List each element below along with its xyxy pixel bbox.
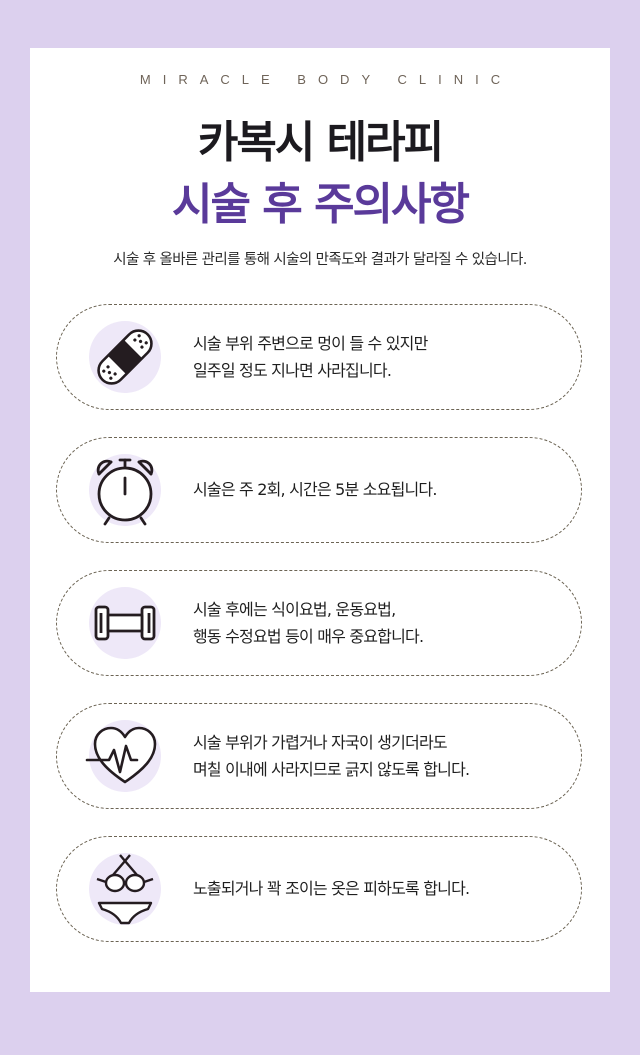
item-text-line2: 행동 수정요법 등이 매우 중요합니다. xyxy=(193,626,424,646)
list-item-clothing: 노출되거나 꽉 조이는 옷은 피하도록 합니다. xyxy=(56,836,582,942)
heartbeat-icon xyxy=(85,726,157,784)
item-text-line2: 일주일 정도 지나면 사라집니다. xyxy=(193,360,392,380)
item-text-line1: 노출되거나 꽉 조이는 옷은 피하도록 합니다. xyxy=(193,879,470,898)
alarm-clock-icon xyxy=(96,458,154,526)
bandage-icon xyxy=(97,329,153,385)
bikini-icon xyxy=(96,854,154,925)
list-item-bruise: 시술 부위 주변으로 멍이 들 수 있지만 일주일 정도 지나면 사라집니다. xyxy=(56,304,582,410)
list-item-itching: 시술 부위가 가렵거나 자국이 생기더라도 며칠 이내에 사라지므로 긁지 않도… xyxy=(56,703,582,809)
page-subtitle: 시술 후 올바른 관리를 통해 시술의 만족도와 결과가 달라질 수 있습니다. xyxy=(113,252,527,268)
item-text-line1: 시술 부위 주변으로 멍이 들 수 있지만 xyxy=(193,333,428,353)
item-text-line1: 시술 후에는 식이요법, 운동요법, xyxy=(193,599,396,619)
list-item-lifestyle: 시술 후에는 식이요법, 운동요법, 행동 수정요법 등이 매우 중요합니다. xyxy=(56,570,582,676)
item-text-line1: 시술 부위가 가렵거나 자국이 생기더라도 xyxy=(193,732,448,752)
content-card: MIRACLE BODY CLINIC 카복시 테라피 시술 후 주의사항 시술… xyxy=(30,48,610,992)
item-text-line1: 시술은 주 2회, 시간은 5분 소요됩니다. xyxy=(193,480,437,499)
item-text-line2: 며칠 이내에 사라지므로 긁지 않도록 합니다. xyxy=(193,759,470,779)
dumbbell-icon xyxy=(94,605,156,641)
page-title: 카복시 테라피 xyxy=(197,117,444,168)
page-title-highlight: 시술 후 주의사항 xyxy=(172,179,470,230)
brand-label: MIRACLE BODY CLINIC xyxy=(139,72,513,87)
list-item-schedule: 시술은 주 2회, 시간은 5분 소요됩니다. xyxy=(56,437,582,543)
